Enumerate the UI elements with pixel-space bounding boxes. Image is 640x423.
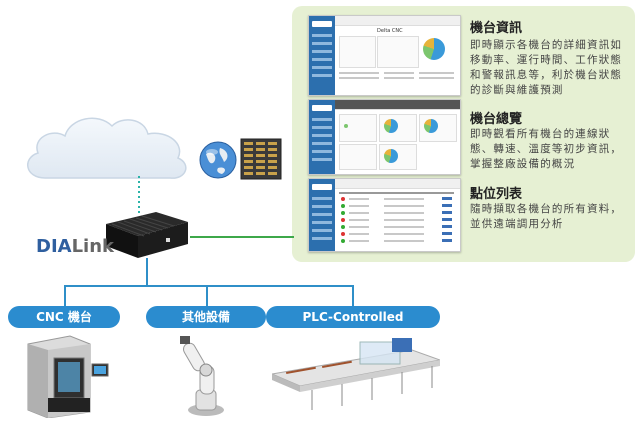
other-drop-line bbox=[206, 285, 208, 307]
feature-title-point-list: 點位列表 bbox=[470, 187, 523, 202]
cnc-machine-label: CNC 機台 bbox=[8, 306, 120, 328]
plc-controlled-label: PLC-Controlled bbox=[266, 306, 440, 328]
cnc-machine-icon bbox=[27, 335, 109, 418]
feature-title-machine-info: 機台資訊 bbox=[470, 21, 523, 36]
screen-header: Delta CNC bbox=[377, 28, 403, 34]
feature-desc-machine-overview: 即時觀看所有機台的連線狀態、轉速、溫度等初步資訊，掌握整廠設備的概況 bbox=[470, 128, 623, 170]
point-list-screenshot bbox=[308, 178, 461, 252]
cnc-drop-line bbox=[64, 285, 66, 307]
cloud-connection-line bbox=[138, 176, 140, 214]
server-rack-icon bbox=[240, 138, 282, 180]
network-bus-line bbox=[64, 285, 354, 287]
gateway-to-panel-line bbox=[190, 236, 294, 238]
machine-overview-screenshot bbox=[308, 99, 461, 175]
globe-icon bbox=[199, 141, 237, 179]
cloud-icon bbox=[27, 117, 187, 179]
robot-arm-icon bbox=[180, 336, 224, 416]
feature-title-machine-overview: 機台總覽 bbox=[470, 112, 523, 127]
plc-production-line-icon bbox=[272, 338, 440, 410]
other-equipment-label: 其他設備 bbox=[146, 306, 266, 328]
plc-drop-line bbox=[352, 285, 354, 307]
feature-desc-machine-info: 即時顯示各機台的詳細資訊如移動率、運行時間、工作狀態和警報訊息等，利於機台狀態的… bbox=[470, 39, 623, 96]
dialink-gateway-device bbox=[106, 212, 188, 258]
machine-info-screenshot: Delta CNC bbox=[308, 15, 461, 96]
dialink-label: DIALink bbox=[36, 236, 115, 257]
feature-desc-point-list: 隨時擷取各機台的所有資料，並供遠端調用分析 bbox=[470, 203, 623, 230]
network-trunk-line bbox=[146, 258, 148, 286]
